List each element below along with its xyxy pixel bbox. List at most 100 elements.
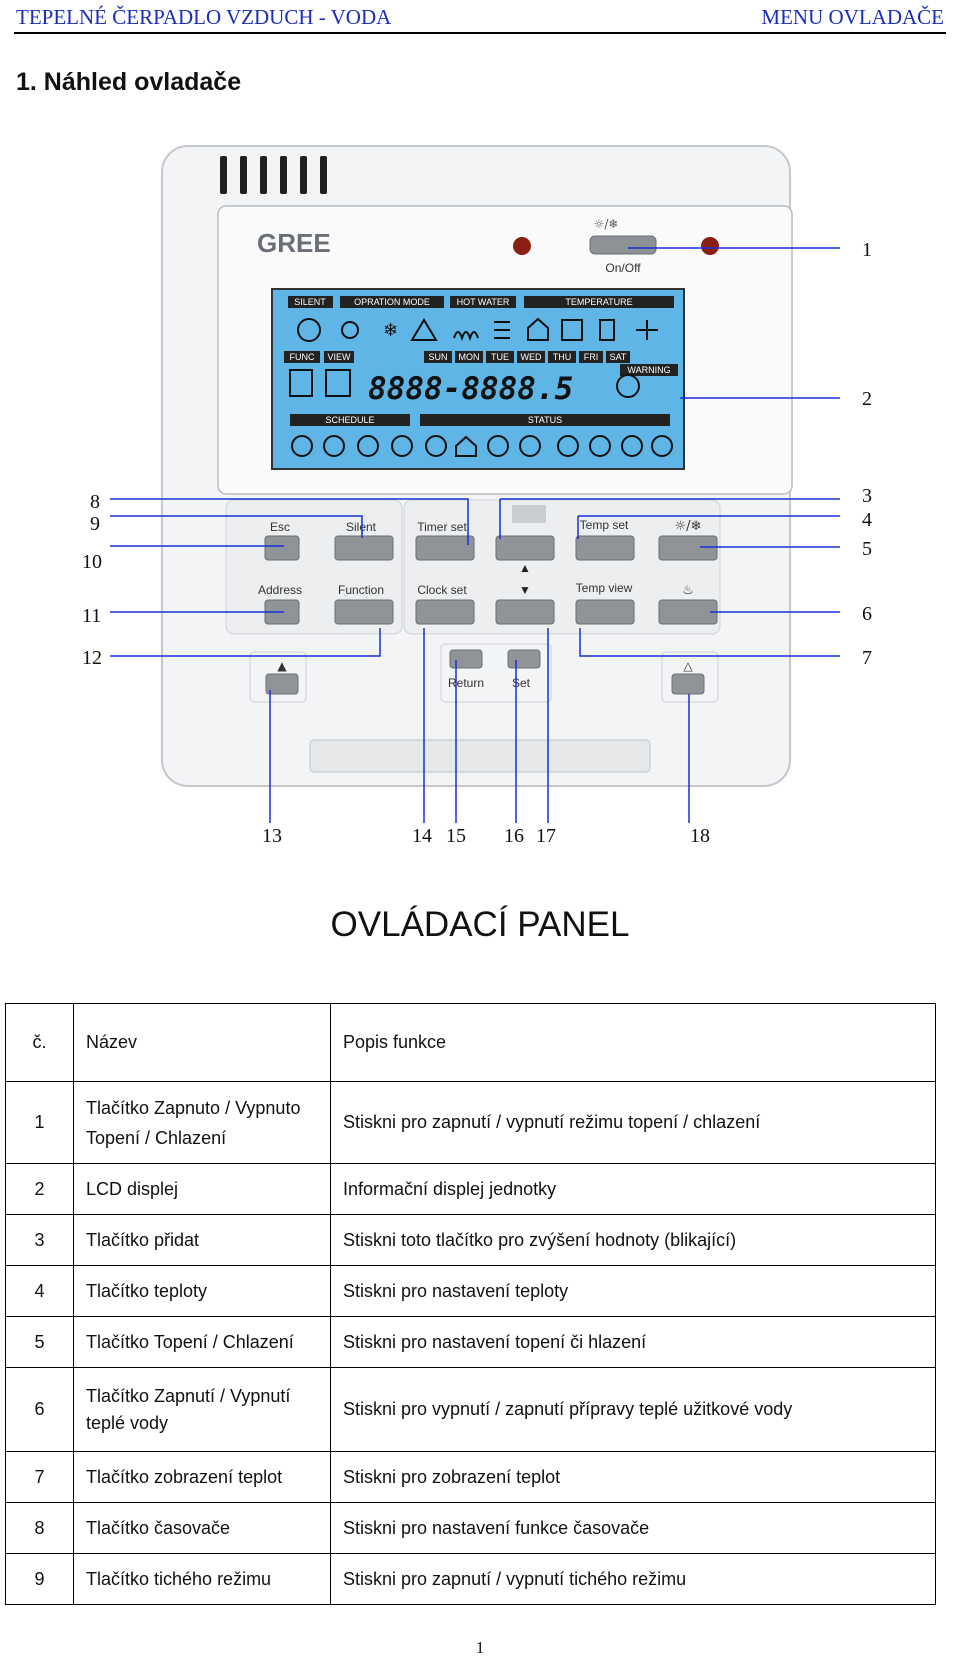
svg-text:Temp set: Temp set: [580, 518, 629, 532]
table-row: 1 Tlačítko Zapnuto / Vypnuto Topení / Ch…: [5, 1081, 936, 1164]
controller-illustration: GREE ☼/❄ On/Off SILENT OPRATION MODE HOT…: [82, 145, 872, 847]
svg-text:17: 17: [536, 825, 556, 847]
mode-button-frame: [661, 651, 719, 703]
svg-text:HOT WATER: HOT WATER: [457, 297, 510, 307]
svg-text:18: 18: [690, 825, 710, 847]
button-panel-right: [403, 499, 721, 635]
sun-snow-icon: ☼/❄: [594, 217, 619, 231]
row-number: 6: [5, 1367, 74, 1452]
func-document-icon: [289, 369, 313, 397]
row-description: Stiskni pro zobrazení teplot: [330, 1451, 936, 1503]
row-description: Stiskni pro zapnutí / vypnutí režimu top…: [330, 1081, 936, 1164]
svg-text:16: 16: [504, 825, 524, 847]
row-name: Tlačítko zobrazení teplot: [73, 1451, 331, 1503]
row-name: Tlačítko přidat: [73, 1214, 331, 1266]
function-button[interactable]: [334, 599, 394, 625]
lock-button[interactable]: [265, 673, 299, 695]
svg-text:WARNING: WARNING: [627, 365, 670, 375]
header-description: Popis funkce: [330, 1003, 936, 1082]
svg-text:SUN: SUN: [428, 352, 447, 362]
floor-heat-icon: [561, 319, 583, 341]
indicator-window: [512, 505, 546, 523]
row-number: 4: [5, 1265, 74, 1317]
down-button[interactable]: [495, 599, 555, 625]
svg-text:STATUS: STATUS: [528, 415, 562, 425]
table-row: 8 Tlačítko časovače Stiskni pro nastaven…: [5, 1502, 936, 1554]
temp-view-button[interactable]: [575, 599, 635, 625]
lcd-mode-icons: ❄: [297, 317, 658, 342]
svg-text:WED: WED: [521, 352, 542, 362]
svg-text:6: 6: [862, 603, 872, 625]
table-row: 2 LCD displej Informační displej jednotk…: [5, 1163, 936, 1215]
row-number: 9: [5, 1553, 74, 1605]
table-row: 9 Tlačítko tichého režimu Stiskni pro za…: [5, 1553, 936, 1605]
svg-text:4: 4: [862, 509, 872, 531]
up-button[interactable]: [495, 535, 555, 561]
set-button[interactable]: [507, 649, 541, 669]
svg-text:SAT: SAT: [610, 352, 627, 362]
svg-text:3: 3: [862, 485, 872, 507]
row-name: Tlačítko tichého režimu: [73, 1553, 331, 1605]
panel-title: OVLÁDACÍ PANEL: [330, 905, 630, 944]
return-button[interactable]: [449, 649, 483, 669]
svg-text:TEMPERATURE: TEMPERATURE: [565, 297, 632, 307]
svg-text:Clock set: Clock set: [417, 583, 467, 597]
callout-lines: [110, 247, 840, 823]
row-name: Tlačítko Topení / Chlazení: [73, 1316, 331, 1368]
hot-water-button[interactable]: [658, 599, 718, 625]
sun-snow-small-icon: ☼/❄: [675, 519, 702, 534]
mode-small-icon: △: [683, 659, 693, 673]
temp-set-button[interactable]: [575, 535, 635, 561]
row-name: Tlačítko teploty: [73, 1265, 331, 1317]
table-row: 6 Tlačítko Zapnutí / Vypnutí teplé vody …: [5, 1367, 936, 1452]
lcd-digits: 8888-8888.5: [368, 371, 573, 407]
row-name: Tlačítko Zapnuto / Vypnuto Topení / Chla…: [73, 1081, 331, 1164]
brand-logo: GREE: [257, 228, 331, 258]
svg-text:SILENT: SILENT: [294, 297, 326, 307]
svg-text:2: 2: [862, 388, 872, 410]
svg-text:Address: Address: [258, 583, 302, 597]
svg-text:FUNC: FUNC: [290, 352, 315, 362]
clock-set-button[interactable]: [415, 599, 475, 625]
onoff-button[interactable]: [589, 235, 657, 255]
table-row: 7 Tlačítko zobrazení teplot Stiskni pro …: [5, 1451, 936, 1503]
svg-text:VIEW: VIEW: [327, 352, 351, 362]
esc-button[interactable]: [264, 535, 300, 561]
row-number: 5: [5, 1316, 74, 1368]
svg-text:8: 8: [90, 491, 100, 513]
header-number: č.: [5, 1003, 74, 1082]
led-left: [513, 237, 531, 255]
row-number: 7: [5, 1451, 74, 1503]
mode-triangle-icon: [410, 318, 438, 341]
svg-text:1: 1: [862, 239, 872, 261]
up-arrow-icon: ▲: [519, 561, 531, 575]
callout-numbers: 1 2 3 4 5 6 7 8 9 10 11 12 13 14 15 16 1…: [82, 239, 872, 847]
hot-water-icon: [453, 331, 479, 342]
header-name: Název: [73, 1003, 331, 1082]
row-number: 3: [5, 1214, 74, 1266]
silent-button[interactable]: [334, 535, 394, 561]
row-description: Stiskni pro zapnutí / vypnutí tichého re…: [330, 1553, 936, 1605]
timer-set-button[interactable]: [415, 535, 475, 561]
led-right: [701, 237, 719, 255]
svg-text:9: 9: [90, 513, 100, 535]
return-set-frame: [440, 643, 552, 703]
lock-button-frame: [249, 651, 307, 703]
row-number: 2: [5, 1163, 74, 1215]
cool-snow-icon: ❄: [383, 320, 398, 340]
button-labels: Esc Silent Timer set Temp set Address Fu…: [258, 518, 633, 690]
svg-text:SCHEDULE: SCHEDULE: [325, 415, 374, 425]
table-header-row: č. Název Popis funkce: [5, 1003, 936, 1082]
svg-text:14: 14: [412, 825, 432, 847]
lcd-top-labels: SILENT OPRATION MODE HOT WATER TEMPERATU…: [288, 296, 674, 308]
mode-button[interactable]: [671, 673, 705, 695]
page-number: 1: [475, 1638, 485, 1657]
heat-cool-button[interactable]: [658, 535, 718, 561]
heat-sun-icon: [341, 321, 359, 339]
svg-text:7: 7: [862, 647, 872, 669]
svg-text:13: 13: [262, 825, 282, 847]
silent-icon: [297, 318, 321, 342]
row-name: Tlačítko časovače: [73, 1502, 331, 1554]
table-row: 4 Tlačítko teploty Stiskni pro nastavení…: [5, 1265, 936, 1317]
warning-icon: [616, 374, 640, 398]
